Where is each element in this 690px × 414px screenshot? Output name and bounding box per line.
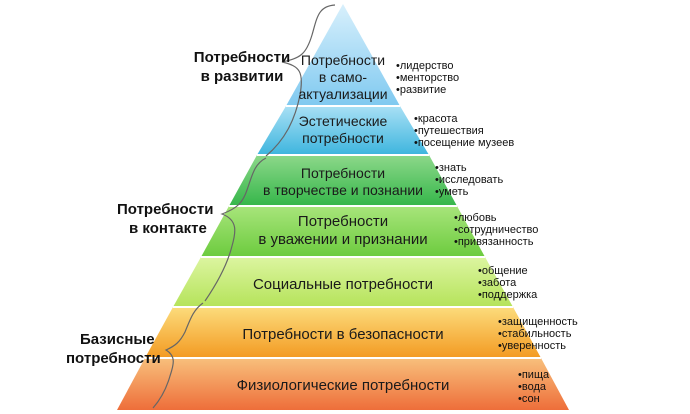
bullet-item: •уметь bbox=[435, 186, 469, 198]
bullet-item: •менторство bbox=[396, 72, 460, 84]
level-physiological-line1: Физиологические потребности bbox=[236, 377, 450, 394]
bullet-item: •сон bbox=[518, 393, 540, 405]
bullets-self-actualization: •лидерство •менторство •развитие bbox=[396, 60, 459, 96]
bullets-cognitive: •знать •исследовать •уметь bbox=[435, 162, 503, 198]
bullets-safety: •защищенность •стабильность •уверенность bbox=[498, 316, 578, 352]
bullet-item: •лидерство bbox=[396, 60, 454, 72]
bullet-item: •развитие bbox=[396, 84, 447, 96]
level-safety-label: Потребности в безопасности bbox=[198, 326, 488, 344]
bullet-item: •сотрудничество bbox=[454, 224, 539, 236]
group-label-contact: Потребности в контакте bbox=[117, 200, 213, 238]
level-cognitive-line1: Потребности bbox=[300, 165, 386, 181]
level-social-band bbox=[173, 257, 513, 307]
bullet-item: •посещение музеев bbox=[414, 137, 515, 149]
bullet-item: •общение bbox=[478, 265, 528, 277]
brace-development bbox=[265, 4, 336, 157]
level-esteem-line1: Потребности bbox=[297, 213, 389, 230]
level-aesthetic-label: Эстетические потребности bbox=[273, 113, 413, 147]
bullets-aesthetic: •красота •путешествия •посещение музеев bbox=[414, 113, 514, 149]
brace-contact bbox=[204, 157, 267, 302]
level-esteem-label: Потребности в уважении и признании bbox=[238, 213, 448, 249]
level-safety-band bbox=[145, 307, 541, 358]
level-self-actualization-line3: актуализации bbox=[298, 86, 388, 102]
bullet-item: •уверенность bbox=[498, 340, 566, 352]
bullets-esteem: •любовь •сотрудничество •привязанность bbox=[454, 212, 538, 248]
level-social-line1: Социальные потребности bbox=[252, 276, 434, 293]
level-self-actualization-line2: в само- bbox=[318, 69, 368, 85]
bullet-item: •защищенность bbox=[498, 316, 578, 328]
group-development-line1: Потребности bbox=[193, 49, 291, 66]
level-safety-line1: Потребности в безопасности bbox=[242, 326, 444, 343]
level-cognitive-line2: в творчестве и познании bbox=[263, 182, 423, 198]
group-label-basic: Базисные потребности bbox=[66, 330, 161, 368]
level-self-actualization-line1: Потребности bbox=[300, 52, 386, 68]
level-aesthetic-line2: потребности bbox=[302, 130, 384, 146]
bullet-item: •красота bbox=[414, 113, 458, 125]
bullet-item: •поддержка bbox=[478, 289, 538, 301]
bullet-item: •исследовать bbox=[435, 174, 504, 186]
bullet-item: •пища bbox=[518, 369, 550, 381]
bullets-physiological: •пища •вода •сон bbox=[518, 369, 549, 405]
level-esteem-band bbox=[201, 206, 485, 257]
level-cognitive-label: Потребности в творчестве и познании bbox=[253, 165, 433, 199]
level-physiological-label: Физиологические потребности bbox=[183, 377, 503, 395]
brace-basic bbox=[152, 302, 204, 409]
bullet-item: •путешествия bbox=[414, 125, 484, 137]
group-contact-line2: в контакте bbox=[129, 220, 207, 237]
bullet-item: •привязанность bbox=[454, 236, 534, 248]
level-aesthetic-line1: Эстетические bbox=[298, 113, 388, 129]
level-self-actualization-label: Потребности в само- актуализации bbox=[293, 52, 393, 103]
level-social-label: Социальные потребности bbox=[218, 276, 468, 294]
level-self-actualization-band bbox=[286, 4, 400, 106]
band-separators bbox=[145, 105, 541, 359]
level-cognitive-band bbox=[229, 155, 457, 206]
bullets-social: •общение •забота •поддержка bbox=[478, 265, 537, 301]
level-esteem-line2: в уважении и признании bbox=[258, 231, 428, 248]
group-development-line2: в развитии bbox=[200, 68, 284, 85]
bullet-item: •любовь bbox=[454, 212, 497, 224]
bullet-item: •знать bbox=[435, 162, 467, 174]
group-contact-line1: Потребности bbox=[117, 201, 214, 218]
level-physiological-band bbox=[117, 358, 569, 410]
group-label-development: Потребности в развитии bbox=[182, 48, 302, 86]
group-basic-line2: потребности bbox=[66, 350, 161, 367]
group-basic-line1: Базисные bbox=[80, 331, 155, 348]
bullet-item: •вода bbox=[518, 381, 546, 393]
bullet-item: •стабильность bbox=[498, 328, 572, 340]
level-aesthetic-band bbox=[257, 106, 429, 155]
bullet-item: •забота bbox=[478, 277, 517, 289]
